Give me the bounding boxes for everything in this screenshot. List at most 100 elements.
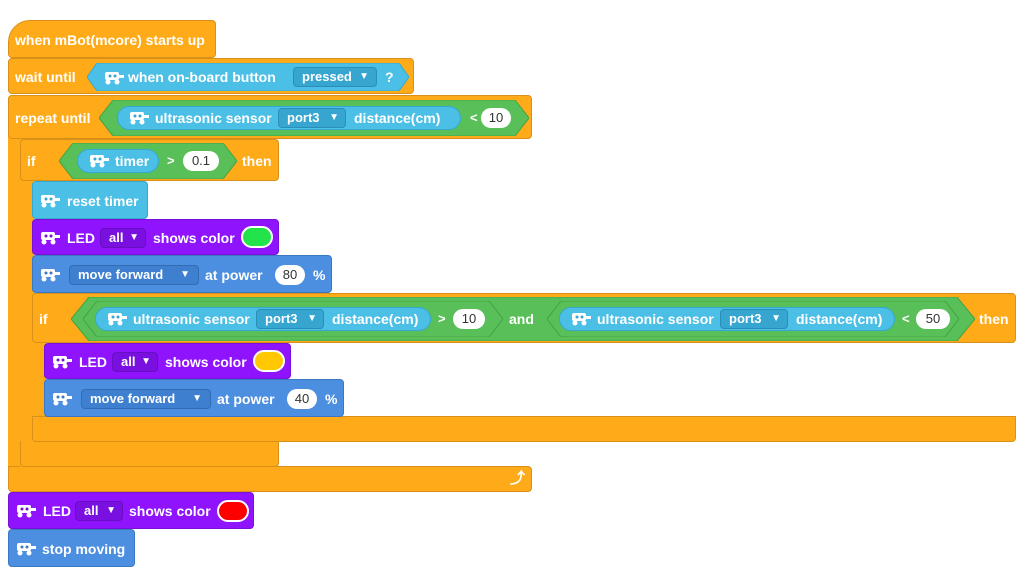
if2-block[interactable]: if ultrasonic sensor port3 ▼ distance(cm…: [32, 293, 1016, 343]
led-block-3[interactable]: LED all ▼ shows color: [8, 492, 254, 529]
percent-label: %: [325, 391, 338, 407]
ultrasonic-reporter-right[interactable]: ultrasonic sensor port3 ▼ distance(cm): [559, 307, 895, 331]
move-forward-block-2[interactable]: move forward ▼ at power 40 %: [44, 379, 344, 417]
sensor-label: ultrasonic sensor: [155, 110, 272, 126]
repeat-frame-bottom: [8, 466, 532, 492]
percent-label: %: [313, 267, 326, 283]
color-swatch-green[interactable]: [241, 226, 273, 248]
led-label: LED: [43, 503, 71, 519]
stop-moving-block[interactable]: stop moving: [8, 529, 135, 567]
repeat-until-block[interactable]: repeat until ultrasonic sensor port3 ▼ d…: [8, 95, 532, 139]
direction-value: move forward: [90, 391, 176, 406]
caret-down-icon: ▼: [307, 313, 317, 324]
reset-timer-block[interactable]: reset timer: [32, 181, 148, 219]
port-dropdown-right[interactable]: port3 ▼: [720, 309, 788, 329]
measure-label-right: distance(cm): [796, 311, 883, 327]
reset-timer-label: reset timer: [67, 193, 139, 209]
caret-down-icon: ▼: [141, 356, 151, 367]
if1-value-input[interactable]: 0.1: [183, 151, 219, 171]
stop-moving-label: stop moving: [42, 541, 126, 557]
if1-frame-bottom: [20, 441, 279, 467]
led-target-value: all: [121, 354, 136, 369]
caret-down-icon: ▼: [192, 393, 202, 404]
measure-label-left: distance(cm): [332, 311, 419, 327]
led-target-dropdown[interactable]: all ▼: [75, 501, 123, 521]
robot-icon: [53, 356, 72, 369]
port-dropdown[interactable]: port3 ▼: [278, 108, 346, 128]
robot-icon: [53, 393, 72, 406]
color-swatch-yellow[interactable]: [253, 350, 285, 372]
led-block-2[interactable]: LED all ▼ shows color: [44, 343, 291, 379]
repeat-value-input[interactable]: 10: [481, 108, 511, 128]
if1-label: if: [27, 153, 36, 169]
direction-value: move forward: [78, 267, 164, 282]
caret-down-icon: ▼: [106, 505, 116, 516]
dropdown-value: pressed: [302, 69, 352, 84]
less-than-operator: <: [902, 311, 910, 326]
caret-down-icon: ▼: [771, 313, 781, 324]
if2-left-value-input[interactable]: 10: [453, 309, 485, 329]
led-target-dropdown[interactable]: all ▼: [100, 228, 146, 248]
timer-label: timer: [115, 153, 150, 169]
measure-label: distance(cm): [354, 110, 441, 126]
ultrasonic-reporter[interactable]: ultrasonic sensor port3 ▼ distance(cm): [117, 106, 461, 130]
shows-color-label: shows color: [153, 230, 235, 246]
color-swatch-red[interactable]: [217, 500, 249, 522]
caret-down-icon: ▼: [329, 112, 339, 123]
greater-than-operator: >: [438, 311, 446, 326]
power-input[interactable]: 40: [287, 389, 317, 409]
port-value-left: port3: [265, 311, 298, 326]
robot-icon: [105, 72, 124, 85]
and-label: and: [509, 311, 534, 327]
led-block-1[interactable]: LED all ▼ shows color: [32, 219, 279, 255]
hat-label: when mBot(mcore) starts up: [15, 32, 205, 48]
direction-dropdown[interactable]: move forward ▼: [69, 265, 199, 285]
if2-label: if: [39, 311, 48, 327]
power-input[interactable]: 80: [275, 265, 305, 285]
caret-down-icon: ▼: [359, 71, 369, 82]
wait-label: wait until: [15, 69, 76, 85]
robot-icon: [108, 313, 127, 326]
robot-icon: [17, 543, 36, 556]
at-power-label: at power: [205, 267, 263, 283]
ultrasonic-reporter-left[interactable]: ultrasonic sensor port3 ▼ distance(cm): [95, 307, 431, 331]
port-value: port3: [287, 110, 320, 125]
if1-then-label: then: [242, 153, 272, 169]
led-label: LED: [67, 230, 95, 246]
if1-frame-left: [20, 139, 34, 467]
if2-then-label: then: [979, 311, 1009, 327]
robot-icon: [130, 112, 149, 125]
hat-block[interactable]: when mBot(mcore) starts up: [8, 20, 216, 58]
caret-down-icon: ▼: [180, 269, 190, 280]
repeat-label: repeat until: [15, 110, 91, 126]
shows-color-label: shows color: [129, 503, 211, 519]
question-mark: ?: [385, 69, 394, 85]
led-target-value: all: [109, 230, 124, 245]
robot-icon: [17, 505, 36, 518]
timer-reporter[interactable]: timer: [77, 149, 159, 173]
robot-icon: [41, 269, 60, 282]
sensor-label-right: ultrasonic sensor: [597, 311, 714, 327]
if2-frame-bottom: [32, 416, 1016, 442]
caret-down-icon: ▼: [129, 232, 139, 243]
greater-than-operator: >: [167, 153, 175, 168]
if1-block[interactable]: if timer > 0.1 then: [20, 139, 279, 181]
shows-color-label: shows color: [165, 354, 247, 370]
port-dropdown-left[interactable]: port3 ▼: [256, 309, 324, 329]
port-value-right: port3: [729, 311, 762, 326]
sensor-label-left: ultrasonic sensor: [133, 311, 250, 327]
wait-condition-label: when on-board button: [128, 69, 276, 85]
at-power-label: at power: [217, 391, 275, 407]
if2-right-value-input[interactable]: 50: [916, 309, 950, 329]
robot-icon: [41, 232, 60, 245]
led-target-dropdown[interactable]: all ▼: [112, 352, 158, 372]
led-label: LED: [79, 354, 107, 370]
button-state-dropdown[interactable]: pressed ▼: [293, 67, 377, 87]
led-target-value: all: [84, 503, 99, 518]
robot-icon: [572, 313, 591, 326]
move-forward-block-1[interactable]: move forward ▼ at power 80 %: [32, 255, 332, 293]
less-than-operator: <: [470, 110, 478, 125]
direction-dropdown[interactable]: move forward ▼: [81, 389, 211, 409]
robot-icon: [41, 195, 60, 208]
wait-until-block[interactable]: wait until when on-board button pressed …: [8, 58, 414, 94]
